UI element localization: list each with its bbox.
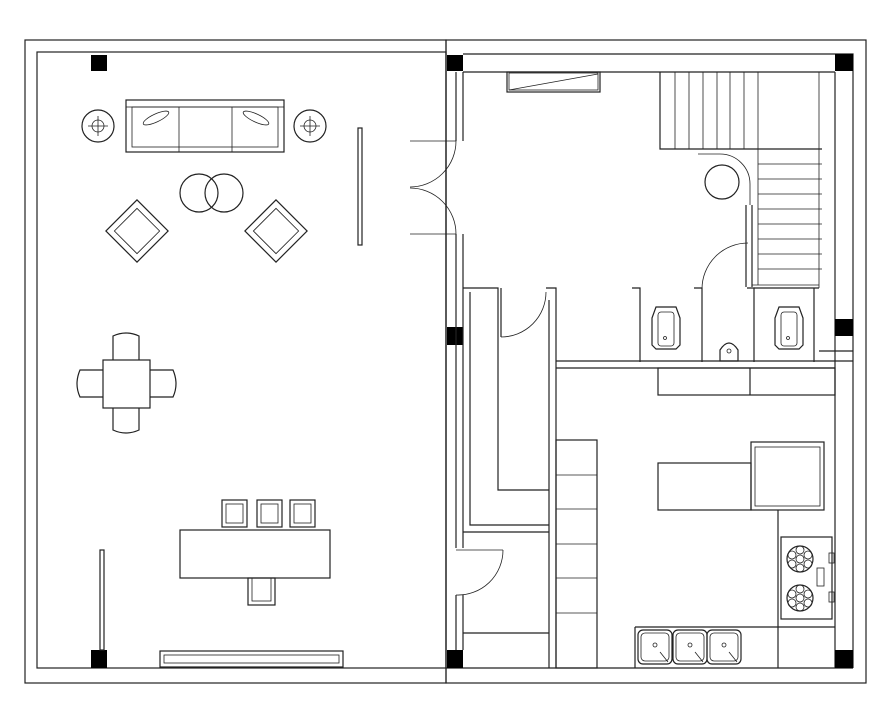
sink-icon [672, 629, 708, 665]
structural-columns [91, 54, 853, 668]
squat-toilet-icon [774, 306, 804, 350]
door-icon [455, 549, 504, 596]
chair-icon [76, 369, 103, 398]
refrigerator-icon [750, 441, 825, 511]
kitchen-island [657, 462, 752, 511]
door-icon [500, 291, 547, 338]
stove-icon [780, 536, 835, 620]
floor-lamp-icon [81, 109, 115, 143]
stool-icon [289, 499, 316, 528]
sofa-icon [125, 99, 285, 153]
kitchen-cabinets [657, 367, 836, 396]
wall-stub [99, 549, 105, 651]
chair-icon [112, 332, 140, 360]
washbasin-icon [719, 342, 739, 362]
armchair-icon [244, 199, 308, 263]
stool-icon [256, 499, 283, 528]
interior-walls [455, 72, 853, 668]
kitchen-stairs [555, 439, 598, 669]
coffee-table-icon [179, 173, 244, 213]
window-unit [506, 71, 601, 93]
tv-console-icon [159, 650, 344, 668]
sink-icon [637, 629, 673, 665]
sink-icon [706, 629, 742, 665]
squat-toilet-icon [651, 306, 681, 350]
door-icon [701, 242, 749, 290]
dining-table-icon [76, 332, 177, 434]
staircase-icon [659, 72, 822, 288]
bar-counter [179, 499, 331, 606]
chair-icon [150, 369, 177, 398]
door-icon [698, 153, 751, 205]
chair-icon [112, 408, 140, 434]
door-icon [409, 140, 457, 235]
stool-icon [247, 577, 276, 606]
armchair-icon [105, 199, 169, 263]
kitchen-counter [634, 510, 835, 668]
round-table-icon [704, 164, 740, 200]
doors [409, 140, 751, 596]
partition-screen [357, 127, 363, 246]
stool-icon [221, 499, 248, 528]
floor-lamp-icon [293, 109, 327, 143]
